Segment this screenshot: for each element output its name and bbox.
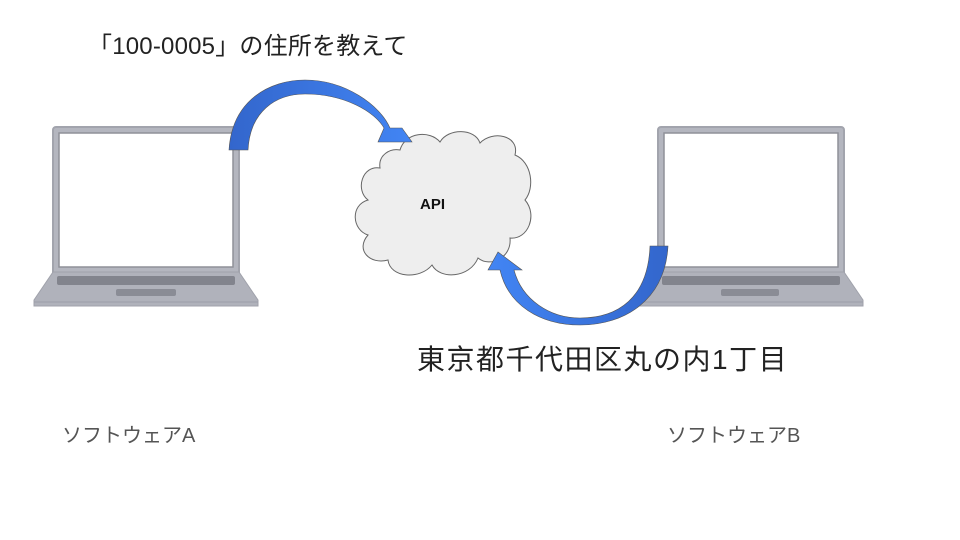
- request-message: 「100-0005」の住所を教えて: [88, 33, 408, 60]
- response-arrow: [487, 245, 669, 326]
- software-b-label: ソフトウェアB: [667, 425, 801, 447]
- request-arrow: [228, 79, 413, 151]
- laptop-a-icon: [33, 126, 259, 307]
- laptop-b-icon: [638, 126, 864, 307]
- response-message: 東京都千代田区丸の内1丁目: [417, 344, 789, 375]
- api-cloud-icon: [354, 131, 532, 276]
- api-label: API: [420, 196, 446, 213]
- software-a-label: ソフトウェアA: [62, 425, 196, 447]
